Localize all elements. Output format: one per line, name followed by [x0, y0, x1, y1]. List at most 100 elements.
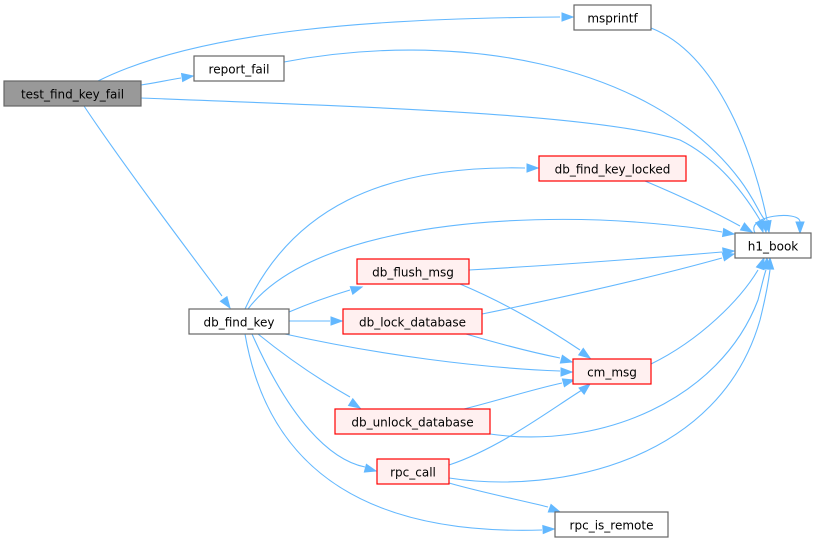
node-box[interactable]: [573, 4, 652, 31]
nodes-layer: test_find_key_fail msprintf report_fail db_…: [3, 4, 812, 538]
node-box[interactable]: [188, 308, 290, 335]
node-label: db_find_key_locked: [555, 163, 671, 177]
edge-line: [244, 167, 526, 310]
node-box[interactable]: [334, 408, 491, 435]
arrowhead-icon: [561, 378, 576, 388]
edge-line: [459, 283, 581, 351]
arrowhead-icon: [349, 286, 364, 296]
edge-test-find-key-fail-to-report-fail: [140, 72, 195, 86]
arrowhead-icon: [739, 222, 754, 233]
edge-db-unlock-database-to-cm-msg: [463, 378, 576, 410]
edge-test-find-key-fail-to-db-find-key: [83, 105, 231, 310]
node-msprintf[interactable]: msprintf: [573, 4, 652, 31]
arrowhead-icon: [559, 354, 574, 364]
node-box[interactable]: [356, 258, 470, 285]
node-box[interactable]: [734, 232, 812, 259]
edge-line: [247, 218, 723, 310]
edge-db-find-key-locked-to-h1-book: [644, 180, 754, 233]
edge-line: [257, 333, 351, 398]
edge-rpc-call-to-h1-book: [448, 256, 775, 483]
node-label: cm_msg: [587, 366, 637, 380]
edge-db-find-key-to-h1-book: [247, 218, 736, 310]
edge-rpc-call-to-cm-msg: [448, 383, 592, 466]
arrowhead-icon: [219, 295, 231, 310]
edge-db-lock-database-to-h1-book: [481, 252, 736, 315]
node-box[interactable]: [193, 55, 285, 82]
node-rpc-is-remote[interactable]: rpc_is_remote: [554, 511, 669, 538]
arrowhead-icon: [526, 163, 540, 173]
edge-db-unlock-database-to-h1-book: [489, 256, 771, 438]
arrowhead-icon: [795, 221, 805, 235]
edge-db-find-key-to-db-find-key-locked: [244, 163, 540, 310]
edge-report-fail-to-h1-book: [283, 49, 770, 234]
edge-db-find-key-to-rpc-call: [251, 333, 378, 473]
edge-line: [489, 269, 767, 438]
edge-line: [140, 77, 182, 86]
edge-cm-msg-to-h1-book: [650, 256, 765, 365]
node-db-find-key[interactable]: db_find_key: [188, 308, 290, 335]
node-db-lock-database[interactable]: db_lock_database: [342, 308, 483, 335]
edge-line: [753, 214, 801, 234]
edge-line: [481, 257, 723, 315]
node-box[interactable]: [376, 458, 450, 485]
edge-db-find-key-to-rpc-is-remote: [244, 333, 556, 535]
arrowhead-icon: [721, 252, 736, 262]
arrowhead-icon: [578, 383, 592, 396]
arrowhead-icon: [180, 72, 195, 83]
node-db-find-key-locked[interactable]: db_find_key_locked: [538, 155, 687, 182]
edge-test-find-key-fail-to-msprintf: [97, 12, 575, 82]
edge-h1-book-to-h1-book: [753, 214, 805, 235]
arrowhead-icon: [560, 367, 574, 377]
edge-line: [448, 482, 549, 508]
arrowhead-icon: [759, 219, 770, 234]
arrowhead-icon: [347, 397, 362, 409]
edge-line: [140, 97, 761, 221]
edge-line: [283, 49, 766, 221]
edge-db-find-key-to-db-lock-database: [289, 316, 344, 326]
edge-db-find-key-to-db-flush-msg: [288, 286, 364, 313]
arrowhead-icon: [547, 503, 562, 513]
node-db-unlock-database[interactable]: db_unlock_database: [334, 408, 491, 435]
arrowhead-icon: [542, 524, 556, 535]
arrowhead-icon: [330, 316, 344, 326]
edge-line: [448, 389, 583, 466]
edge-line: [644, 180, 741, 227]
edge-line: [650, 27, 768, 221]
edge-line: [465, 333, 561, 359]
node-test-find-key-fail[interactable]: test_find_key_fail: [3, 80, 142, 107]
arrowhead-icon: [577, 347, 592, 359]
arrowhead-icon: [721, 227, 736, 238]
node-h1-book[interactable]: h1_book: [734, 232, 812, 259]
node-label: h1_book: [748, 240, 799, 254]
node-box[interactable]: [3, 80, 142, 107]
edge-line: [83, 105, 223, 297]
edge-rpc-call-to-rpc-is-remote: [448, 482, 562, 513]
edge-db-flush-msg-to-h1-book: [468, 247, 736, 271]
edge-line: [448, 269, 771, 483]
arrowhead-icon: [764, 256, 775, 270]
node-label: msprintf: [587, 12, 638, 26]
edge-line: [468, 251, 723, 271]
node-label: db_flush_msg: [372, 266, 454, 280]
edge-db-flush-msg-to-cm-msg: [459, 283, 592, 359]
node-label: test_find_key_fail: [21, 88, 124, 102]
node-db-flush-msg[interactable]: db_flush_msg: [356, 258, 470, 285]
node-label: db_unlock_database: [351, 416, 473, 430]
node-box[interactable]: [342, 308, 483, 335]
node-label: rpc_is_remote: [570, 519, 654, 533]
node-report-fail[interactable]: report_fail: [193, 55, 285, 82]
node-box[interactable]: [538, 155, 687, 182]
node-box[interactable]: [572, 358, 652, 385]
node-label: db_lock_database: [359, 316, 466, 330]
edge-line: [288, 289, 351, 313]
edge-line: [251, 333, 366, 468]
edge-db-find-key-to-cm-msg: [284, 333, 574, 377]
edge-db-lock-database-to-cm-msg: [465, 333, 574, 364]
node-rpc-call[interactable]: rpc_call: [376, 458, 450, 485]
arrowhead-icon: [561, 12, 575, 22]
node-box[interactable]: [554, 511, 669, 538]
arrowhead-icon: [363, 463, 378, 473]
edges-layer: [83, 12, 805, 535]
node-cm-msg[interactable]: cm_msg: [572, 358, 652, 385]
